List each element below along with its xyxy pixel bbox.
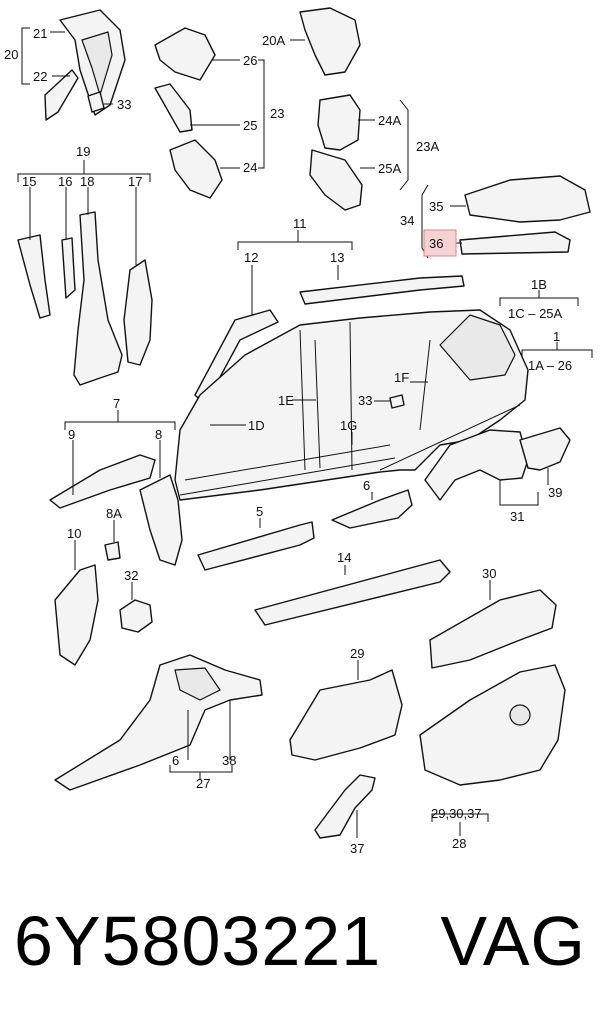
part-5 bbox=[197, 518, 315, 571]
callout-13: 13 bbox=[330, 250, 344, 265]
brand-label: VAG bbox=[440, 902, 586, 980]
callout-1A-26: 1A – 26 bbox=[528, 358, 572, 373]
callout-23: 23 bbox=[270, 106, 284, 121]
callout-37: 37 bbox=[350, 841, 364, 856]
callout-32: 32 bbox=[124, 568, 138, 583]
callout-10: 10 bbox=[67, 526, 81, 541]
callout-24: 24 bbox=[243, 160, 257, 175]
callout-19: 19 bbox=[76, 144, 90, 159]
callout-25: 25 bbox=[243, 118, 257, 133]
part-20A bbox=[290, 7, 361, 76]
callout-21: 21 bbox=[33, 26, 47, 41]
callout-33-b: 33 bbox=[358, 393, 372, 408]
callout-24A: 24A bbox=[378, 113, 401, 128]
callout-31: 31 bbox=[510, 509, 524, 524]
part-28 bbox=[419, 664, 566, 836]
callout-22: 22 bbox=[33, 69, 47, 84]
callout-1G: 1G bbox=[340, 418, 357, 433]
callout-12: 12 bbox=[244, 250, 258, 265]
callout-1D: 1D bbox=[248, 418, 265, 433]
callout-1B: 1B bbox=[531, 277, 547, 292]
part-group-27 bbox=[54, 654, 263, 791]
part-group-23 bbox=[154, 27, 265, 199]
callout-28: 28 bbox=[452, 836, 466, 851]
callout-36: 36 bbox=[429, 236, 443, 251]
callout-38: 38 bbox=[222, 753, 236, 768]
part-group-20 bbox=[21, 9, 126, 121]
part-group-34 bbox=[421, 175, 591, 259]
part-14 bbox=[254, 559, 451, 626]
callout-5: 5 bbox=[256, 504, 263, 519]
part-group-7 bbox=[49, 410, 183, 566]
part-6-upper bbox=[331, 489, 413, 529]
callout-8: 8 bbox=[155, 427, 162, 442]
callout-29-30-37: 29,30,37 bbox=[431, 806, 482, 821]
callout-25A: 25A bbox=[378, 161, 401, 176]
callout-34: 34 bbox=[400, 213, 414, 228]
part-group-8A-32-10 bbox=[54, 520, 153, 666]
callout-14: 14 bbox=[337, 550, 351, 565]
part-group-23A bbox=[309, 94, 409, 211]
part-30 bbox=[429, 580, 557, 669]
part-29 bbox=[289, 660, 403, 761]
callout-35: 35 bbox=[429, 199, 443, 214]
main-side-panel bbox=[174, 309, 529, 501]
body-panel-exploded-diagram: 21 20 22 33 26 23 25 24 20A 24A 23A 25A bbox=[4, 7, 593, 856]
callout-1: 1 bbox=[553, 329, 560, 344]
callout-17: 17 bbox=[128, 174, 142, 189]
callout-1E: 1E bbox=[278, 393, 294, 408]
callout-15: 15 bbox=[22, 174, 36, 189]
callout-18: 18 bbox=[80, 174, 94, 189]
callout-27: 27 bbox=[196, 776, 210, 791]
callout-6-lower: 6 bbox=[172, 753, 179, 768]
callout-7: 7 bbox=[113, 396, 120, 411]
callout-8A: 8A bbox=[106, 506, 122, 521]
callout-33: 33 bbox=[117, 97, 131, 112]
callout-6-upper: 6 bbox=[363, 478, 370, 493]
part-37 bbox=[314, 774, 376, 839]
callout-1C-25A: 1C – 25A bbox=[508, 306, 563, 321]
group-brackets-1B-1 bbox=[499, 290, 593, 358]
highlight-box-36 bbox=[423, 229, 457, 257]
callout-9: 9 bbox=[68, 427, 75, 442]
callout-20A: 20A bbox=[262, 33, 285, 48]
callout-23A: 23A bbox=[416, 139, 439, 154]
callout-11: 11 bbox=[293, 216, 307, 231]
part-group-19 bbox=[17, 160, 153, 386]
callout-39: 39 bbox=[548, 485, 562, 500]
part-group-31-39 bbox=[424, 427, 571, 506]
callout-16: 16 bbox=[58, 174, 72, 189]
callout-26: 26 bbox=[243, 53, 257, 68]
callout-30: 30 bbox=[482, 566, 496, 581]
callout-29: 29 bbox=[350, 646, 364, 661]
callout-20: 20 bbox=[4, 47, 18, 62]
callout-1F: 1F bbox=[394, 370, 409, 385]
part-number: 6Y5803221 bbox=[14, 902, 382, 980]
